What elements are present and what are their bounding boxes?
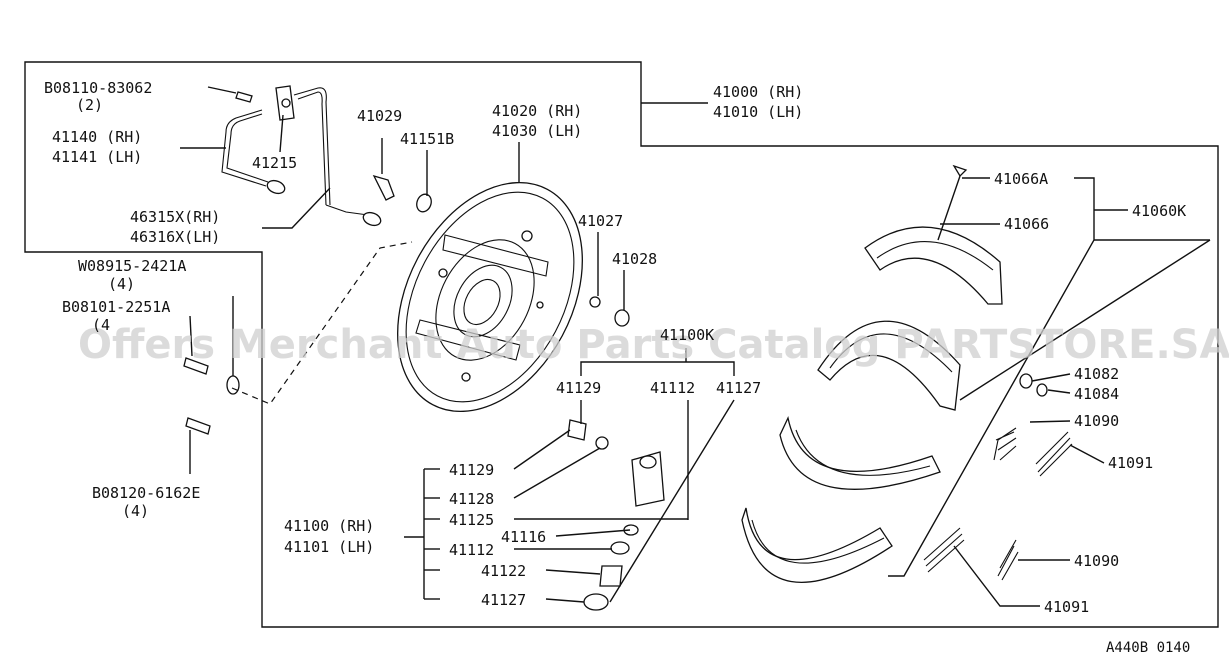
label-backplate-lh: 41030 (LH) [492, 122, 582, 140]
springs-drawing [923, 427, 1073, 581]
backing-plate-drawing [397, 181, 583, 413]
label-bolt-08101-qty: (4 [92, 316, 110, 334]
label-41129-top: 41129 [556, 379, 601, 397]
label-kit-41100k: 41100K [660, 326, 714, 344]
label-41090-b: 41090 [1074, 552, 1119, 570]
label-bolt-08120: B08120-6162E [92, 484, 200, 502]
label-41082: 41082 [1074, 365, 1119, 383]
label-tube-lh: 41141 (LH) [52, 148, 142, 166]
label-tube-rh: 41140 (RH) [52, 128, 142, 146]
label-41091-b: 41091 [1044, 598, 1089, 616]
label-hose-lh: 46316X(LH) [130, 228, 220, 246]
label-assy-lh: 41010 (LH) [713, 103, 803, 121]
label-bolt-08110: B08110-83062 [44, 79, 152, 97]
label-bolt-08110-qty: (2) [76, 96, 103, 114]
label-41084: 41084 [1074, 385, 1119, 403]
label-hose-rh: 46315X(RH) [130, 208, 220, 226]
label-bolt-08101: B08101-2251A [62, 298, 170, 316]
label-41029: 41029 [357, 107, 402, 125]
label-41116: 41116 [501, 528, 546, 546]
label-backplate-rh: 41020 (RH) [492, 102, 582, 120]
label-bolt-08120-qty: (4) [122, 502, 149, 520]
label-41091-a: 41091 [1108, 454, 1153, 472]
label-41127-top: 41127 [716, 379, 761, 397]
brake-shoes-drawing [741, 164, 1048, 584]
reference-code: A440B 0140 [1106, 640, 1190, 656]
label-41066: 41066 [1004, 215, 1049, 233]
label-41028: 41028 [612, 250, 657, 268]
watermark-text: Offers Merchant Auto Parts Catalog PARTS… [78, 322, 1229, 368]
label-washer-08915: W08915-2421A [78, 257, 186, 275]
label-41129: 41129 [449, 461, 494, 479]
label-41112: 41112 [449, 541, 494, 559]
wheel-cylinder-drawing [567, 296, 665, 611]
leader-lines [180, 86, 1211, 607]
label-41128: 41128 [449, 490, 494, 508]
label-41122: 41122 [481, 562, 526, 580]
callout-labels: B08110-83062 (2) 41140 (RH) 41141 (LH) 4… [44, 79, 1186, 616]
label-washer-08915-qty: (4) [108, 275, 135, 293]
label-41151b: 41151B [400, 130, 454, 148]
brake-tube-drawing [183, 85, 432, 435]
label-kit-41060k: 41060K [1132, 202, 1186, 220]
label-41125: 41125 [449, 511, 494, 529]
label-assy-rh: 41000 (RH) [713, 83, 803, 101]
label-41127: 41127 [481, 591, 526, 609]
label-connector-41215: 41215 [252, 154, 297, 172]
label-cylinder-lh: 41101 (LH) [284, 538, 374, 556]
label-41112-top: 41112 [650, 379, 695, 397]
label-41027: 41027 [578, 212, 623, 230]
diagram-frame [24, 61, 1219, 628]
label-41066a: 41066A [994, 170, 1048, 188]
label-41090-a: 41090 [1074, 412, 1119, 430]
label-cylinder-rh: 41100 (RH) [284, 517, 374, 535]
